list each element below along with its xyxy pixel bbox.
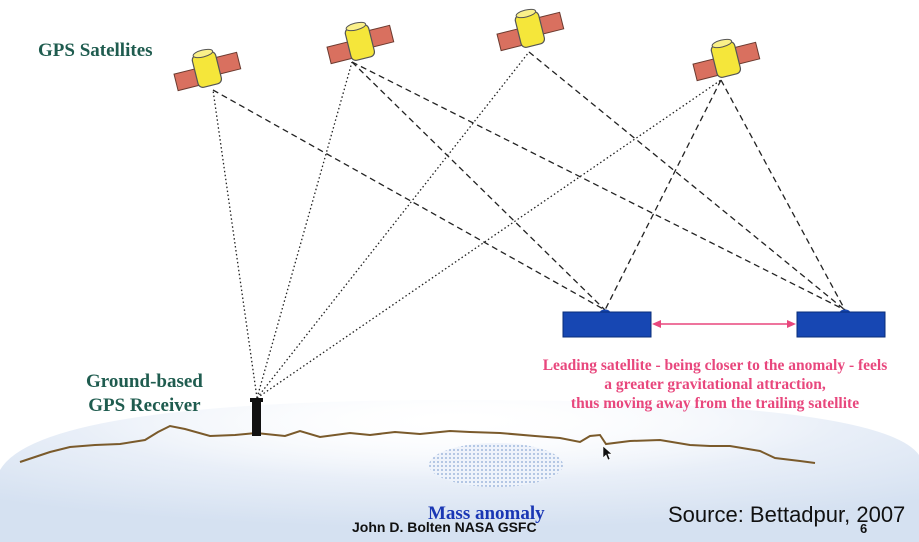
gravity-note: Leading satellite - being closer to the … [512,356,918,413]
gps-satellite-icon [492,1,567,55]
receiver-signal-lines [212,51,722,399]
gps-satellite-icon [169,41,244,95]
source-citation: Source: Bettadpur, 2007 [668,502,906,527]
gps-satellite-icon [322,14,397,68]
gps-satellite-icon [688,31,763,85]
receiver-label: Ground-based GPS Receiver [86,370,203,418]
grace-signal-lines [212,51,846,311]
page-number: 6 [860,521,868,536]
receiver-label-line1: Ground-based [86,371,203,392]
mass-anomaly-label: Mass anomaly [428,503,545,524]
antenna-icon [252,400,261,436]
gravity-note-line3: thus moving away from the trailing satel… [570,395,860,412]
gravity-note-line1: Leading satellite - being closer to the … [542,357,888,374]
mass-anomaly-region [429,443,563,487]
grace-satellite-icon [796,309,886,338]
mouse-cursor-icon [602,445,613,461]
author-credit: John D. Bolten NASA GSFC [352,519,537,535]
receiver-label-line2: GPS Receiver [88,395,201,416]
separation-arrow [652,320,796,328]
grace-satellite-icon [562,309,652,338]
terrain-line [19,424,816,464]
gps-satellites-label: GPS Satellites [38,40,153,61]
antenna-top [250,398,263,402]
gravity-note-line2: a greater gravitational attraction, [604,376,826,393]
